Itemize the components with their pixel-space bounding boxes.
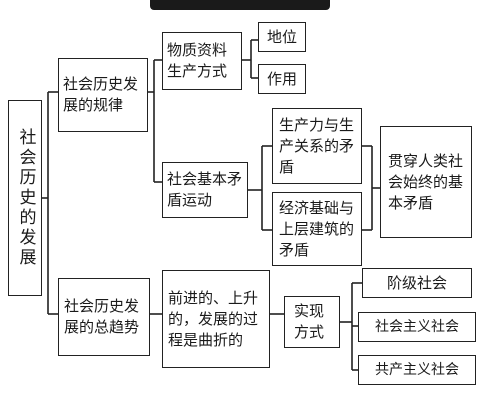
communist-society-node: 共产主义社会 bbox=[358, 355, 476, 385]
economic-base-contradiction-node: 经济基础与上层建筑的矛盾 bbox=[272, 192, 362, 266]
material-node: 物质资料生产方式 bbox=[162, 32, 242, 90]
trend-label: 社会历史发展的总趋势 bbox=[64, 297, 140, 336]
root-node: 社会历史的发展 bbox=[8, 100, 42, 296]
material-label: 物质资料生产方式 bbox=[167, 41, 228, 80]
root-label: 社会历史的发展 bbox=[15, 128, 36, 268]
law-label: 社会历史发展的规律 bbox=[63, 75, 139, 114]
socialist-society-node: 社会主义社会 bbox=[358, 312, 476, 342]
means-node: 实现方式 bbox=[284, 296, 340, 348]
trend-node: 社会历史发展的总趋势 bbox=[58, 278, 150, 356]
economic-base-contradiction-label: 经济基础与上层建筑的矛盾 bbox=[279, 198, 355, 259]
productivity-contradiction-label: 生产力与生产关系的矛盾 bbox=[279, 115, 355, 176]
communist-society-label: 共产主义社会 bbox=[375, 362, 459, 378]
socialist-society-label: 社会主义社会 bbox=[375, 319, 459, 335]
fundamental-contradiction-label: 贯穿人类社会始终的基本矛盾 bbox=[388, 151, 464, 212]
role-label: 作用 bbox=[266, 69, 297, 88]
basic-contradiction-label: 社会基本矛盾运动 bbox=[167, 170, 243, 209]
basic-contradiction-node: 社会基本矛盾运动 bbox=[162, 162, 248, 218]
fundamental-contradiction-node: 贯穿人类社会始终的基本矛盾 bbox=[380, 126, 472, 238]
class-society-node: 阶级社会 bbox=[362, 268, 472, 298]
process-label: 前进的、上升的，发展的过程是曲折的 bbox=[168, 288, 259, 349]
status-label: 地位 bbox=[266, 27, 297, 46]
class-society-label: 阶级社会 bbox=[386, 273, 447, 292]
status-node: 地位 bbox=[258, 22, 306, 52]
law-node: 社会历史发展的规律 bbox=[58, 58, 148, 132]
role-node: 作用 bbox=[258, 64, 306, 94]
header-banner bbox=[150, 0, 330, 10]
process-node: 前进的、上升的，发展的过程是曲折的 bbox=[162, 270, 270, 368]
productivity-contradiction-node: 生产力与生产关系的矛盾 bbox=[272, 108, 362, 184]
means-label: 实现方式 bbox=[294, 302, 325, 341]
